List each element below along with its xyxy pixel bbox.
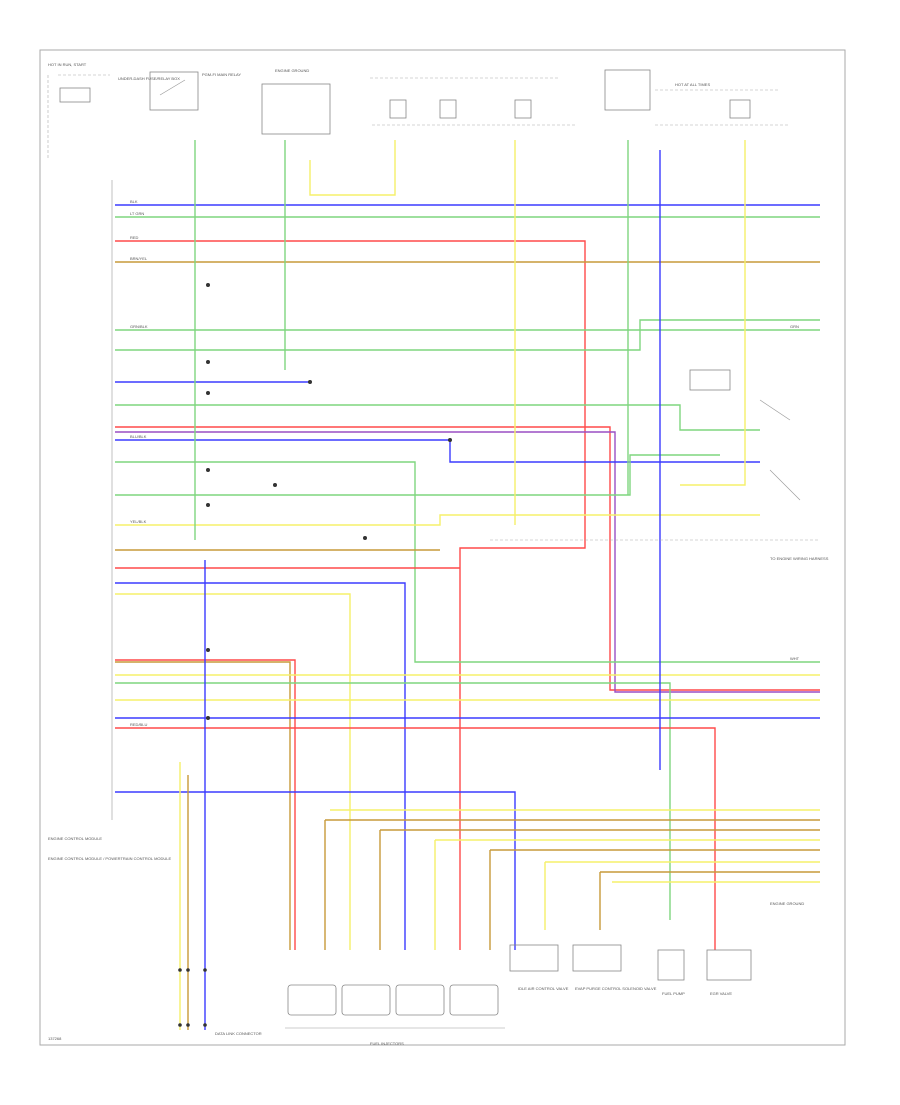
- wire-grn-2: [115, 319, 820, 351]
- evap-valve-label: EVAP PURGE CONTROL SOLENOID VALVE: [575, 986, 657, 991]
- wire-code-yelblk: YEL/BLK: [130, 519, 147, 524]
- iac-valve: IDLE AIR CONTROL VALVE: [509, 944, 569, 991]
- wire-runs: [115, 204, 820, 950]
- wire-blu-2: [115, 439, 760, 463]
- wire-red-1: [115, 240, 586, 950]
- wire-red-4: [115, 659, 296, 950]
- fuel-injectors: FUEL INJECTORS: [285, 984, 505, 1046]
- wire-code-grn: GRN: [790, 324, 799, 329]
- wire-blu-3: [115, 582, 406, 950]
- wire-blu-5: [115, 791, 516, 950]
- wire-yel-1: [115, 514, 760, 526]
- wire-red-5: [115, 727, 716, 950]
- wire-grn-5: [115, 454, 720, 496]
- wire-code-grnblk: GRN/BLK: [130, 324, 148, 329]
- wire-grn-3: [115, 404, 760, 431]
- right-switch-block: TO ENGINE WIRING HARNESS: [490, 369, 829, 561]
- engine-ground-label: ENGINE GROUND: [275, 68, 309, 73]
- wire-code-brnyel: BRN/YEL: [130, 256, 148, 261]
- top-left-power-label: HOT IN RUN, START: [48, 62, 87, 67]
- egr-valve-label: EGR VALVE: [710, 991, 732, 996]
- feed-yellow-right: [680, 140, 746, 486]
- hot-at-all-times-label: HOT AT ALL TIMES: [675, 82, 710, 87]
- engine-ground-block: ENGINE GROUND: [261, 68, 331, 135]
- fuel-pump: FUEL PUMP: [657, 949, 685, 996]
- junction-dots: [206, 283, 452, 720]
- fuse-row-center: [370, 77, 575, 126]
- top-left-power-block: HOT IN RUN, START UNDER-DASH FUSE/RELAY …: [47, 62, 180, 160]
- wire-red-2: [115, 426, 820, 691]
- main-relay-block: PGM-FI MAIN RELAY: [149, 71, 241, 111]
- footer-code: 137268: [48, 1036, 62, 1041]
- egr-valve: EGR VALVE: [706, 949, 752, 996]
- hot-at-all-times-block: HOT AT ALL TIMES: [604, 69, 790, 126]
- wire-code-redblu: RED/BLU: [130, 722, 147, 727]
- wire-purple: [115, 431, 820, 693]
- ground-note: ENGINE GROUND: [770, 901, 804, 906]
- vertical-feeds: [194, 140, 746, 770]
- wire-code-red: RED: [130, 235, 139, 240]
- evap-valve: EVAP PURGE CONTROL SOLENOID VALVE: [572, 944, 657, 991]
- main-relay-label: PGM-FI MAIN RELAY: [202, 72, 241, 77]
- ecm-block-label: ENGINE CONTROL MODULE: [48, 836, 102, 841]
- fuel-injectors-label: FUEL INJECTORS: [370, 1041, 404, 1046]
- wire-code-ltgrn: LT GRN: [130, 211, 144, 216]
- wire-code-blublk: BLU/BLK: [130, 434, 147, 439]
- lower-right-bus: [179, 560, 820, 1030]
- wire-grn-6: [115, 682, 671, 920]
- feed-yellow-mid: [309, 140, 396, 196]
- wire-orange-inj: [115, 661, 291, 950]
- wire-grn-4: [115, 461, 820, 663]
- right-connector-label: TO ENGINE WIRING HARNESS: [770, 556, 829, 561]
- diagram-frame: [39, 49, 846, 1046]
- wire-yel-2: [115, 593, 351, 950]
- fuel-pump-label: FUEL PUMP: [662, 991, 685, 996]
- iac-valve-label: IDLE AIR CONTROL VALVE: [518, 986, 569, 991]
- wire-code-wht: WHT: [790, 656, 800, 661]
- fuse-box-left-label: UNDER-DASH FUSE/RELAY BOX: [118, 76, 180, 81]
- wire-code-blk: BLK: [130, 199, 138, 204]
- connector-note: DATA LINK CONNECTOR: [215, 1031, 262, 1036]
- pcm-title: ENGINE CONTROL MODULE / POWERTRAIN CONTR…: [48, 856, 172, 861]
- bottom-left-connector: DATA LINK CONNECTOR: [178, 968, 262, 1036]
